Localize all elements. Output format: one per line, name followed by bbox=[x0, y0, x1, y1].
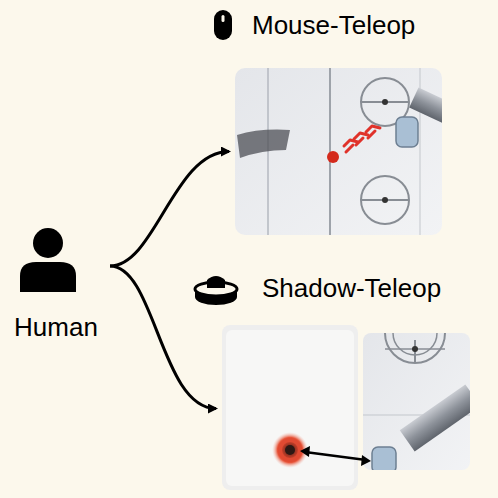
curved-arrow bbox=[110, 266, 216, 409]
actor-node: Human bbox=[4, 224, 108, 348]
panel-heading: Mouse-Teleop bbox=[252, 10, 415, 41]
image-panel: Shadow-Teleop bbox=[222, 325, 472, 492]
curved-arrow bbox=[110, 152, 229, 267]
panel-heading: Shadow-Teleop bbox=[262, 273, 441, 304]
image-panel: Mouse-Teleop bbox=[235, 68, 442, 235]
actor-label: Human bbox=[4, 312, 108, 343]
